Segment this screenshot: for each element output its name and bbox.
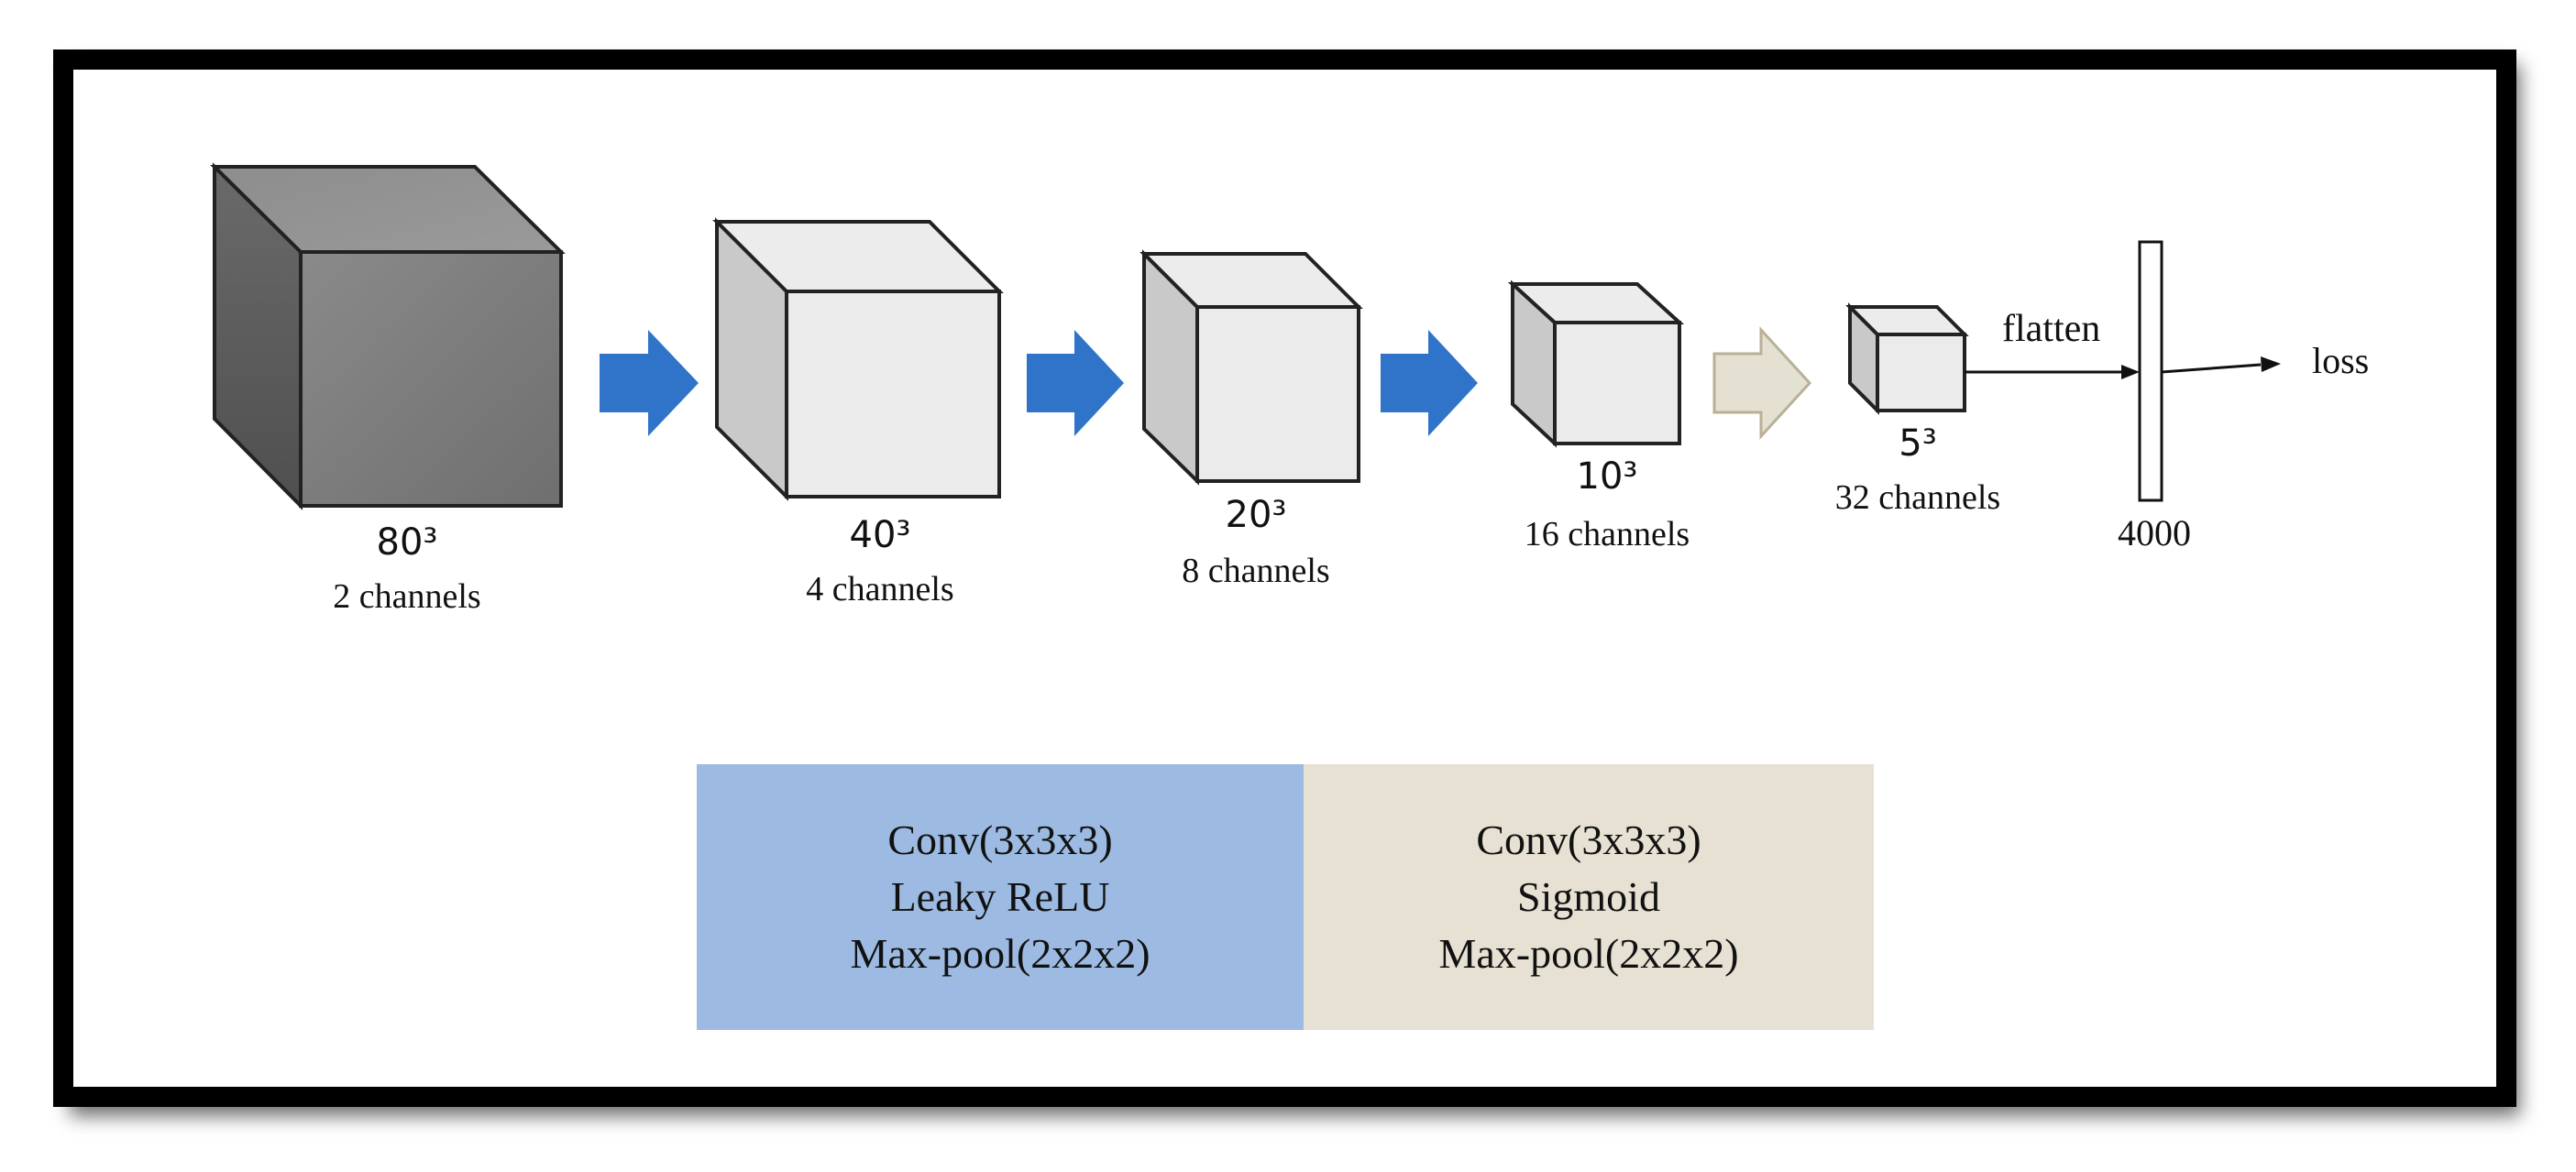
legend-conv-sigmoid: Conv(3x3x3) Sigmoid Max-pool(2x2x2) (1304, 764, 1874, 1030)
layer-size-label-40: 40³ (849, 514, 911, 556)
arrow-blue-2 (1027, 330, 1124, 436)
layer-channels-label-40: 4 channels (806, 570, 954, 608)
layer-size-label-5: 5³ (1899, 422, 1937, 465)
layer-channels-label-20: 8 channels (1182, 552, 1330, 590)
legend-line: Sigmoid (1517, 873, 1660, 920)
cube-front-face (785, 290, 1001, 498)
legend-conv-leaky-relu: Conv(3x3x3) Leaky ReLU Max-pool(2x2x2) (697, 764, 1304, 1030)
layer-channels-label-80: 2 channels (333, 577, 481, 616)
layer-cube-80 (210, 162, 566, 510)
legend-line: Leaky ReLU (890, 873, 1110, 920)
layer-size-label-10: 10³ (1576, 455, 1638, 498)
layer-size-label-80: 80³ (376, 521, 438, 564)
layer-cube-10 (1507, 279, 1685, 448)
vector-size-label: 4000 (2118, 512, 2191, 553)
cube-front-face (1195, 305, 1360, 483)
loss-arrowhead (2261, 356, 2281, 372)
flattened-vector (2138, 240, 2163, 502)
layer-channels-label-10: 16 channels (1524, 515, 1690, 553)
loss-arrow-line (2161, 363, 2262, 374)
layer-channels-label-5: 32 channels (1834, 478, 2001, 517)
cube-front-face (299, 250, 563, 508)
layer-size-label-20: 20³ (1225, 494, 1287, 536)
layer-cube-20 (1139, 249, 1363, 486)
legend-line: Max-pool(2x2x2) (1438, 930, 1739, 977)
cube-front-face (1553, 321, 1681, 445)
legend-line: Max-pool(2x2x2) (850, 930, 1150, 977)
arrow-blue-1 (600, 330, 699, 436)
cube-front-face (1876, 333, 1966, 412)
arrow-beige (1712, 326, 1812, 440)
layer-cube-5 (1845, 302, 1969, 415)
legend-line: Conv(3x3x3) (887, 816, 1113, 863)
layer-cube-40 (712, 217, 1004, 501)
legend-line: Conv(3x3x3) (1476, 816, 1701, 863)
flatten-label: flatten (2002, 308, 2101, 350)
loss-label: loss (2312, 340, 2370, 381)
arrow-blue-3 (1381, 330, 1478, 436)
flatten-arrowhead (2121, 365, 2140, 379)
